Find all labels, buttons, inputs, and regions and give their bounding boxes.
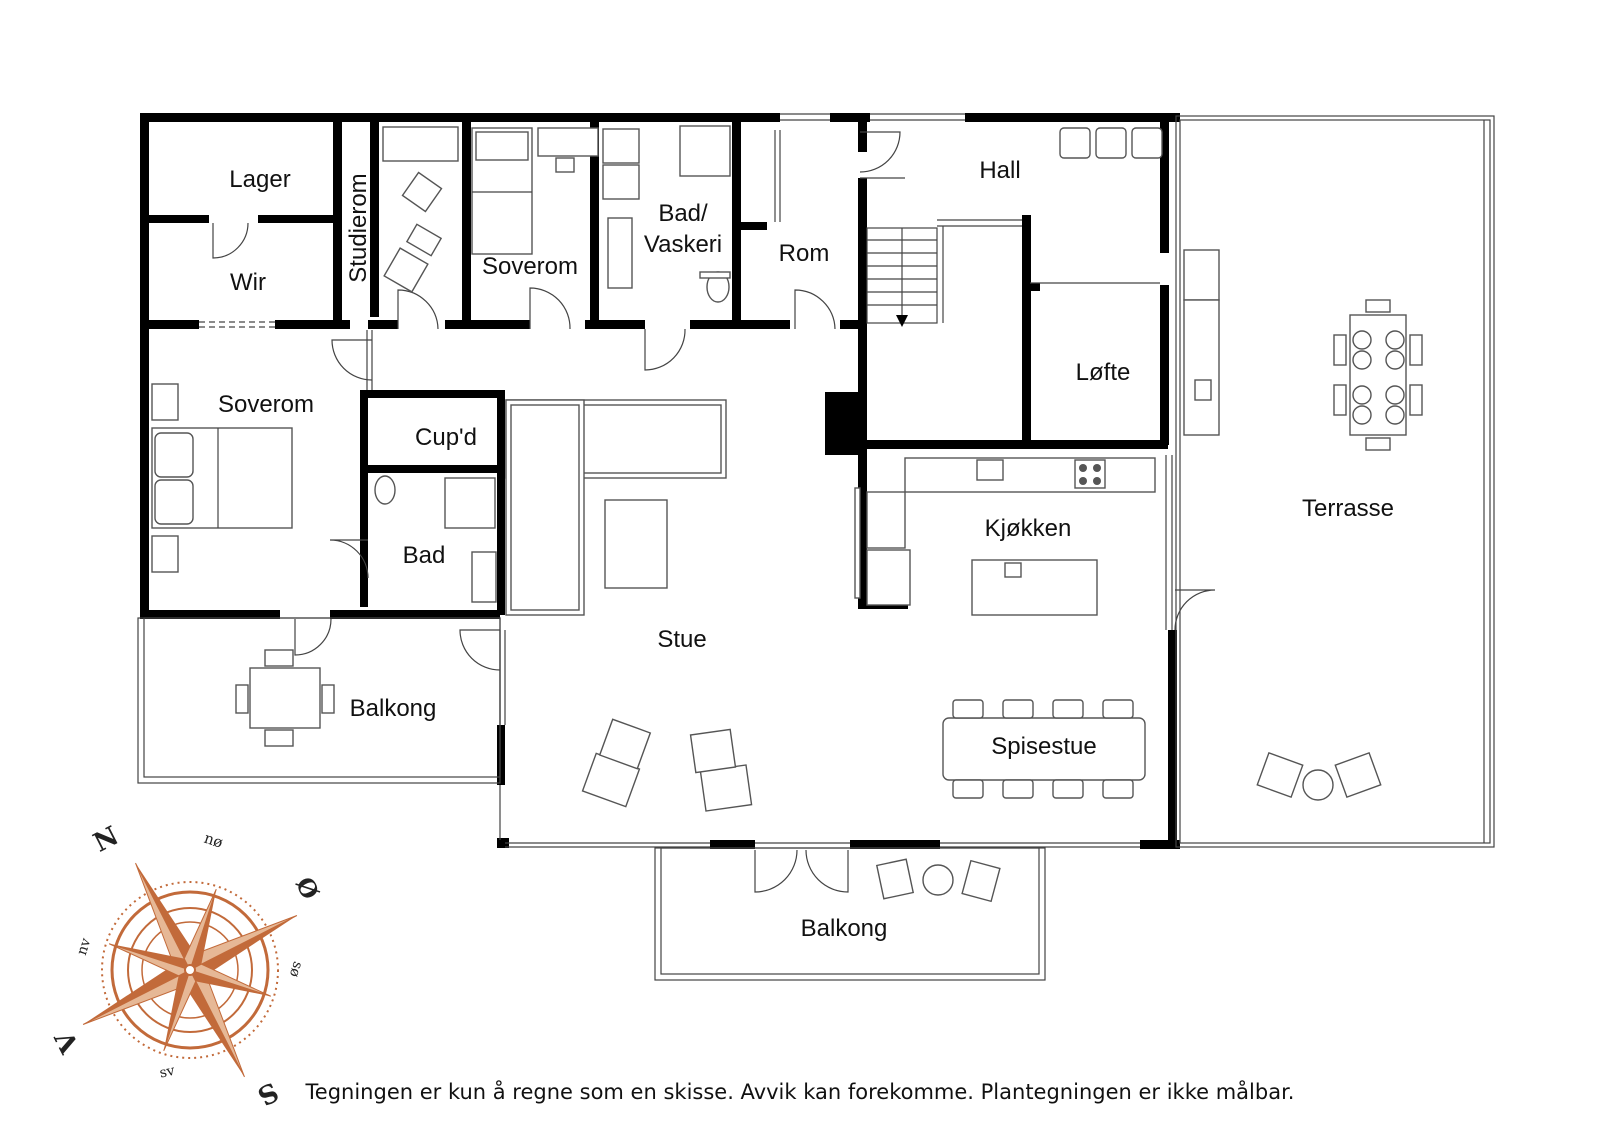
room-label-studierom: Studierom <box>345 173 372 282</box>
compass-sv: sv <box>158 1063 176 1082</box>
room-label-stue: Stue <box>657 626 706 653</box>
compass-v: V <box>50 1025 87 1058</box>
room-label-spisestue: Spisestue <box>991 733 1096 760</box>
room-label-soverom-main: Soverom <box>218 391 314 418</box>
stairs <box>866 219 1022 327</box>
room-label-balkong-left: Balkong <box>350 695 437 722</box>
room-label-lager: Lager <box>229 166 290 193</box>
compass-n: N <box>89 821 124 859</box>
room-label-bad: Bad <box>403 542 446 569</box>
compass-o: Ø <box>290 872 325 904</box>
room-label-bad-vaskeri-1: Bad/ <box>658 200 708 227</box>
room-label-lofte: Løfte <box>1076 359 1131 386</box>
room-label-kjokken: Kjøkken <box>985 515 1072 542</box>
room-label-hall: Hall <box>979 157 1020 184</box>
room-label-terrasse: Terrasse <box>1302 495 1394 522</box>
compass-so: sø <box>286 959 306 979</box>
disclaimer-text: Tegningen er kun å regne som en skisse. … <box>305 1080 1295 1104</box>
compass-no: nø <box>202 829 225 852</box>
room-label-bad-vaskeri-2: Vaskeri <box>644 231 722 258</box>
room-labels: Lager Wir Studierom Soverom Bad/ Vaskeri… <box>218 157 1394 942</box>
room-label-wir: Wir <box>230 269 266 296</box>
thin-lines <box>137 113 1495 981</box>
room-label-balkong-bottom: Balkong <box>801 915 888 942</box>
furniture <box>151 125 1423 903</box>
compass-nv: nv <box>74 936 94 957</box>
room-label-cupd: Cup'd <box>415 424 477 451</box>
room-label-soverom-top: Soverom <box>482 253 578 280</box>
compass-rose: N nø Ø sø S sv V nv <box>50 821 326 1111</box>
walls <box>140 113 1180 849</box>
doors <box>212 131 1216 893</box>
room-label-rom: Rom <box>779 240 830 267</box>
